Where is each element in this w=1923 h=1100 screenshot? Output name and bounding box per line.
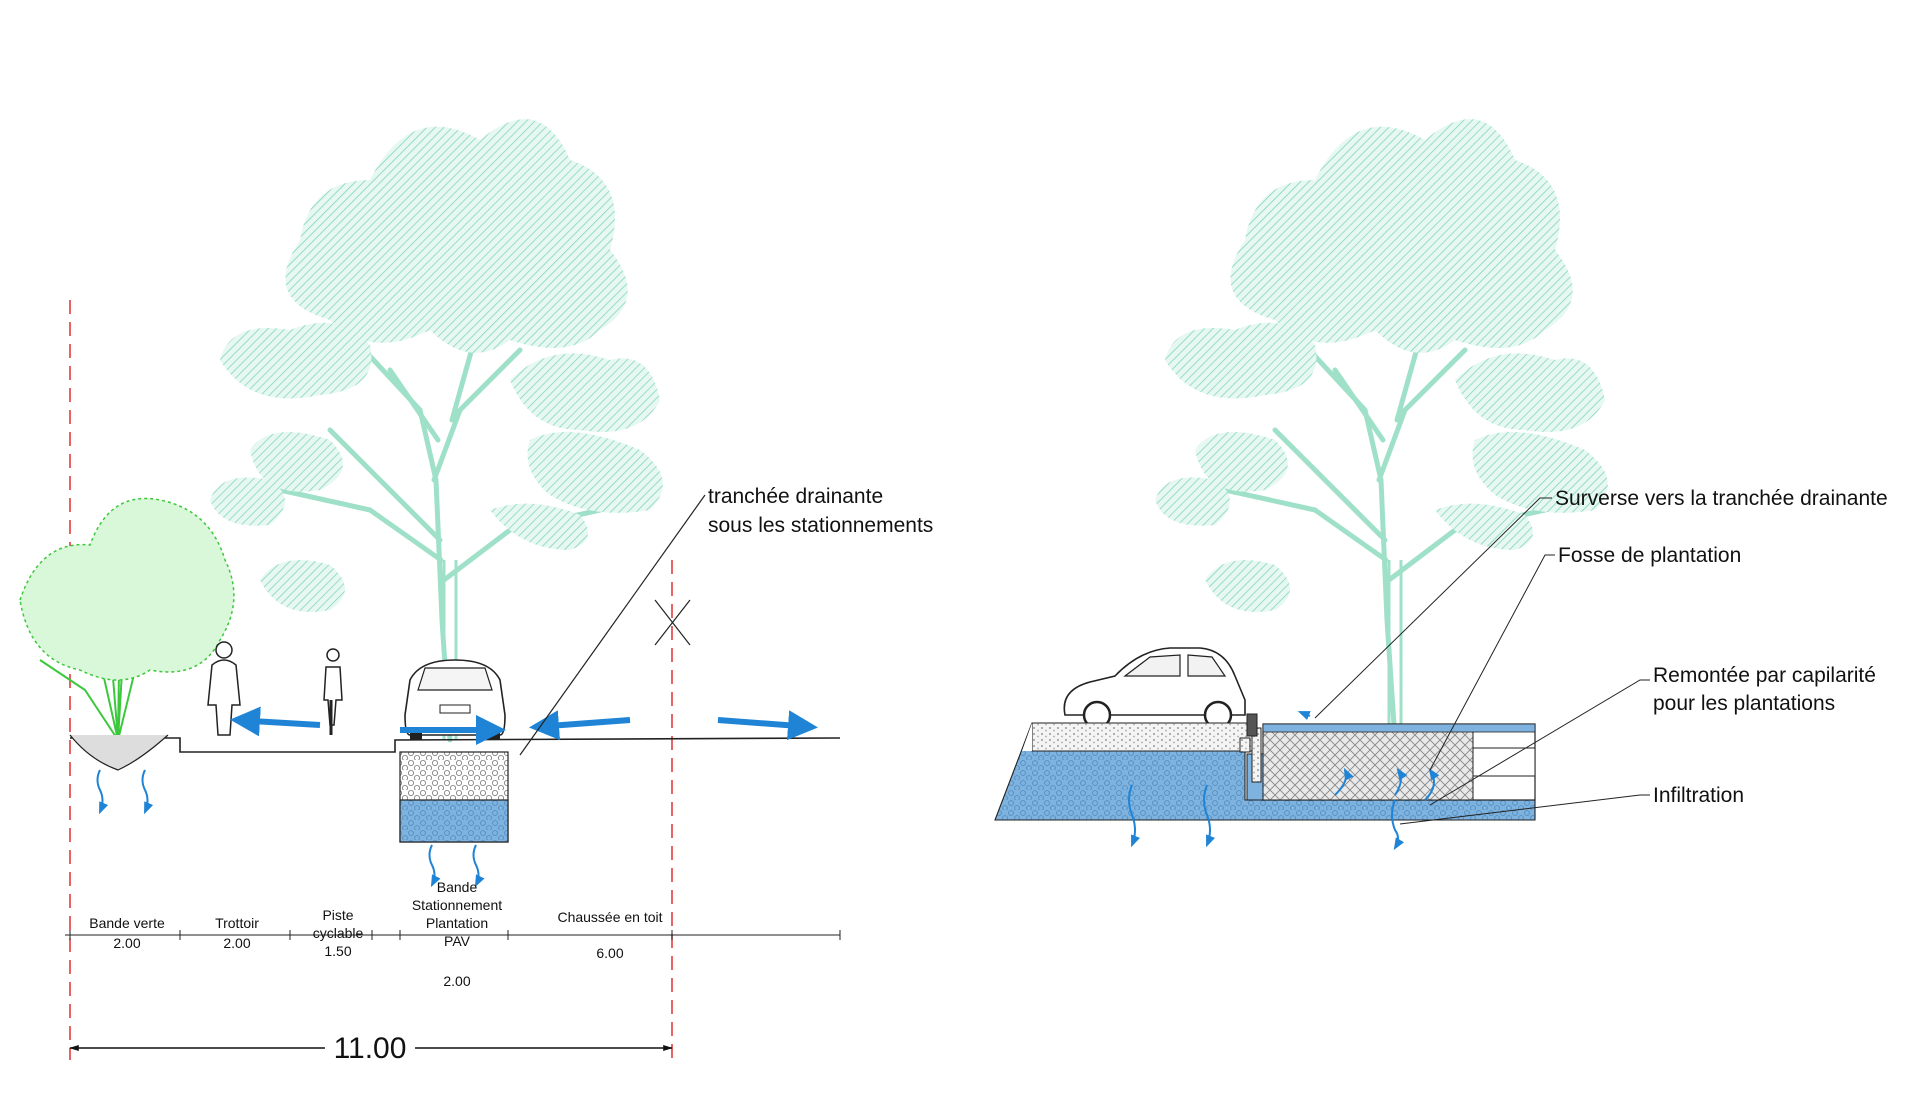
callout-leaders: [1314, 497, 1650, 825]
planting-pit: [1262, 730, 1474, 801]
infiltration-arrows: [1128, 767, 1440, 851]
pedestrian-icon: [207, 641, 241, 736]
band-label: Piste: [322, 907, 353, 923]
total-width-label: 11.00: [334, 1032, 407, 1065]
infiltration-arrows: [96, 769, 485, 888]
band-width: 1.50: [324, 943, 351, 959]
callout-infiltration: Infiltration: [1653, 784, 1744, 807]
callout-leader: [519, 494, 706, 756]
ground-line: [70, 737, 841, 753]
band-width: 6.00: [596, 945, 623, 961]
flow-arrow: [717, 710, 818, 741]
band-label: cyclable: [313, 925, 364, 941]
cyclist-icon: [323, 648, 343, 735]
surface-water: [1262, 723, 1536, 733]
band-label: Plantation: [426, 915, 488, 931]
band-width: 2.00: [443, 973, 470, 989]
callout-remontee-line1: Remontée par capilarité: [1653, 664, 1876, 687]
flow-arrow: [529, 710, 631, 741]
band-width: 2.00: [113, 935, 140, 951]
shrub: [19, 497, 235, 741]
left-section: tranchée drainante sous les stationnemen…: [19, 119, 933, 1066]
road-base-layer: [1031, 722, 1258, 752]
band-dimension-line: [65, 930, 841, 940]
callout-remontee-line2: pour les plantations: [1653, 692, 1835, 715]
crown-slope-symbol: [654, 599, 691, 646]
band-label: Chaussée en toit: [557, 909, 662, 925]
callout-surverse: Surverse vers la tranchée drainante: [1555, 487, 1888, 510]
band-label: Bande verte: [89, 915, 165, 931]
large-tree-right: [1155, 119, 1608, 740]
band-label: PAV: [444, 933, 471, 949]
car-side-icon: [1063, 647, 1246, 730]
callout-fosse: Fosse de plantation: [1558, 544, 1741, 567]
callout-tranchee-line2: sous les stationnements: [708, 514, 933, 537]
flow-arrow: [230, 706, 321, 737]
right-section: Surverse vers la tranchée drainante Foss…: [994, 119, 1888, 851]
large-tree-left: [210, 119, 663, 740]
band-label: Trottoir: [215, 915, 259, 931]
band-label: Bande: [437, 879, 478, 895]
trench-water: [399, 799, 509, 843]
band-label: Stationnement: [412, 897, 502, 913]
band-width: 2.00: [223, 935, 250, 951]
callout-tranchee-line1: tranchée drainante: [708, 485, 883, 508]
